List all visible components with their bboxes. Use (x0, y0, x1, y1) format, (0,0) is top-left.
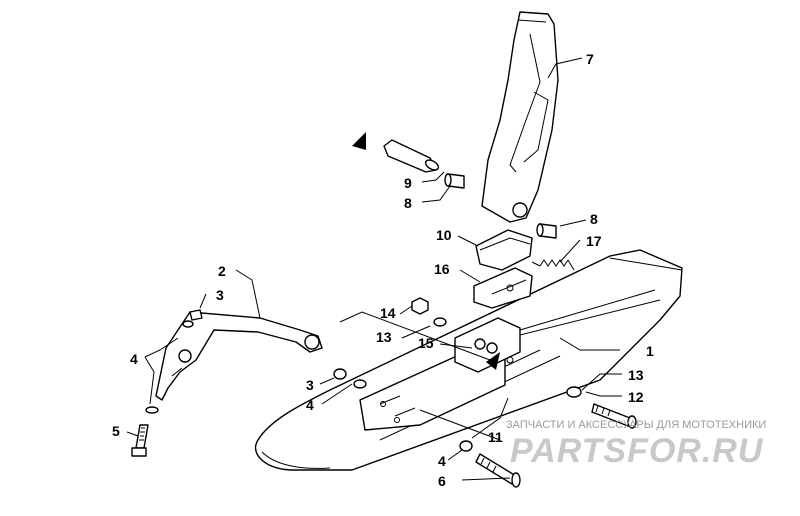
callout-3-upper: 3 (216, 287, 224, 303)
cushion-part-10 (475, 229, 533, 271)
ski-saddle (454, 317, 521, 373)
callout-8-left: 8 (404, 195, 412, 211)
callout-17: 17 (586, 233, 602, 249)
callout-15: 15 (418, 335, 434, 351)
sleeve-part-9 (352, 132, 440, 173)
callout-16: 16 (434, 261, 450, 277)
callout-13-lower: 13 (628, 367, 644, 383)
bolt-part-6 (459, 440, 521, 488)
watermark: ЗАПЧАСТИ И АКСЕССУАРЫ ДЛЯ МОТОТЕХНИКИ PA… (506, 419, 766, 470)
bracket-part-16 (473, 267, 533, 309)
callout-2: 2 (218, 263, 226, 279)
callout-13-upper: 13 (376, 329, 392, 345)
nut-part-3 (145, 309, 367, 414)
leader-lines (126, 57, 622, 481)
callout-11: 11 (488, 429, 503, 445)
spindle-part-7 (481, 11, 559, 223)
callout-labels: 1 2 3 3 4 4 4 5 6 7 8 8 9 10 11 12 13 13… (112, 51, 654, 489)
bushing-part-8 (444, 173, 557, 239)
callout-4-bottom: 4 (438, 453, 446, 469)
callout-5: 5 (112, 423, 120, 439)
watermark-caption: ЗАПЧАСТИ И АКСЕССУАРЫ ДЛЯ МОТОТЕХНИКИ (506, 419, 766, 431)
spring-part-17 (531, 259, 575, 271)
direction-arrow (486, 352, 500, 370)
callout-10: 10 (436, 227, 452, 243)
callout-9: 9 (404, 175, 412, 191)
callout-8-right: 8 (590, 211, 598, 227)
bolt-part-5 (131, 424, 149, 457)
callout-14: 14 (380, 305, 396, 321)
bolt-part-12 (566, 386, 637, 429)
watermark-logo: PARTSFOR.RU (510, 432, 764, 470)
callout-6: 6 (438, 473, 446, 489)
callout-4-left: 4 (130, 351, 138, 367)
callout-3-lower: 3 (306, 377, 314, 393)
arm-part-2 (155, 311, 323, 401)
callout-12: 12 (628, 389, 644, 405)
callout-1: 1 (646, 343, 654, 359)
callout-4-middle: 4 (306, 397, 314, 413)
callout-7: 7 (586, 51, 594, 67)
nut-part-14 (411, 297, 447, 327)
